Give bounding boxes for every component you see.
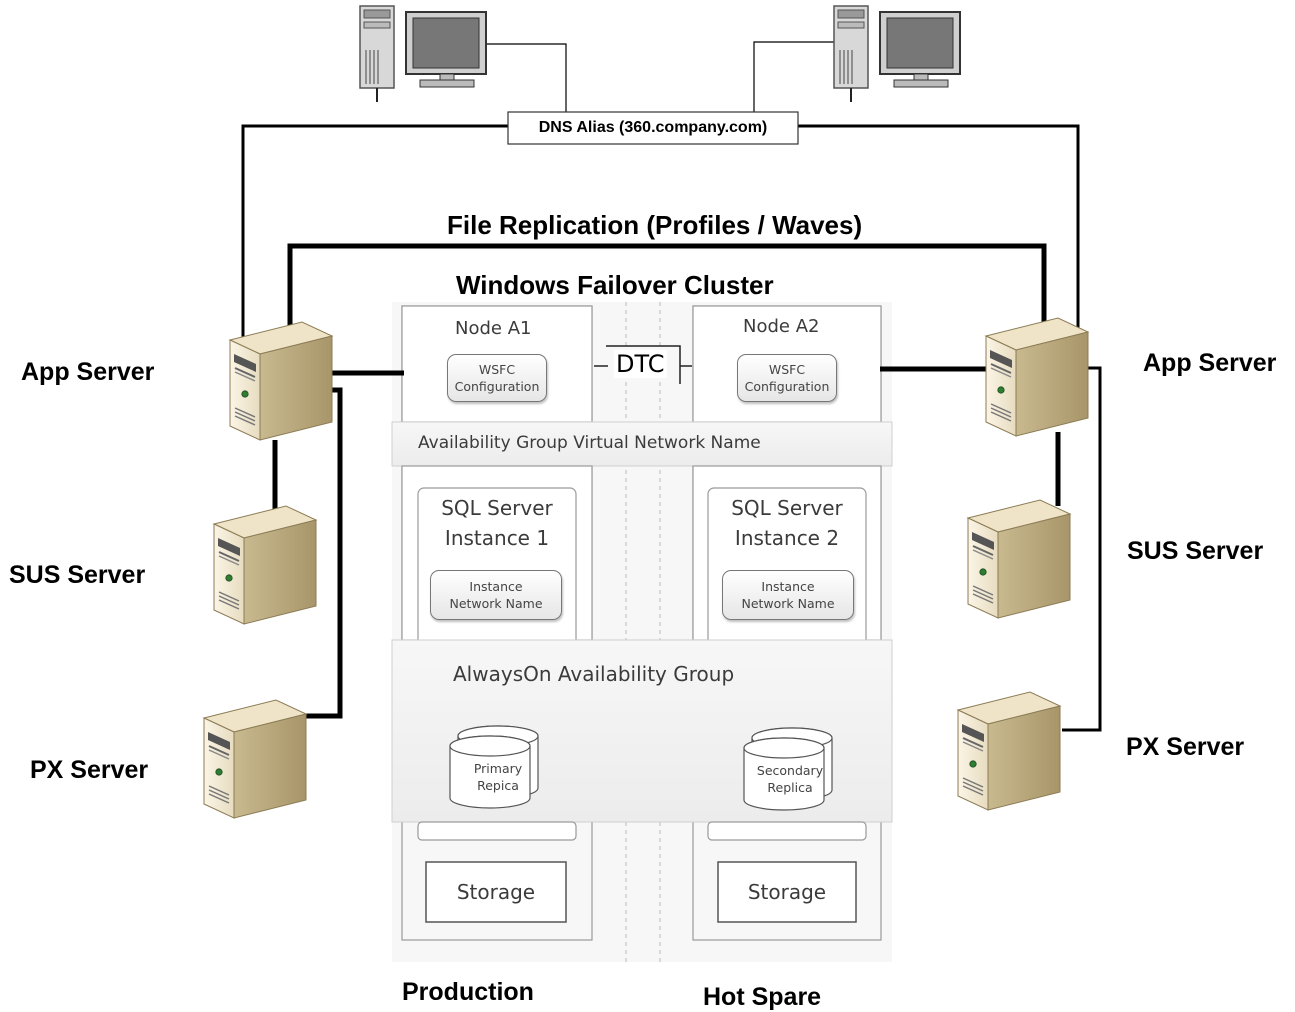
client-workstation-left-icon <box>359 5 487 103</box>
dtc-label: DTC <box>614 350 667 378</box>
cluster-title: Windows Failover Cluster <box>456 270 774 300</box>
left-px-server-label: PX Server <box>30 756 149 784</box>
right-sus-server-icon <box>967 499 1071 619</box>
dns-alias-box <box>507 111 799 145</box>
alwayson-label: AlwaysOn Availability Group <box>453 662 735 686</box>
hot-spare-label: Hot Spare <box>703 983 822 1011</box>
storage-label-hot-spare: Storage <box>747 880 827 904</box>
storage-box-production <box>425 861 567 923</box>
wsfc-config-a1: WSFC Configuration <box>447 354 547 402</box>
secondary-replica-line1: Secondary <box>756 763 824 778</box>
connection-lines <box>272 243 1061 719</box>
right-app-server-icon <box>985 317 1089 437</box>
secondary-replica-line2: Replica <box>767 780 813 795</box>
ag-vnn-band <box>391 421 893 467</box>
left-app-server-label: App Server <box>21 358 155 386</box>
sql-instance-1-line1: SQL Server <box>441 496 553 520</box>
right-app-server-label: App Server <box>1143 349 1277 377</box>
storage-box-hot-spare <box>717 861 857 923</box>
right-sus-server-label: SUS Server <box>1127 537 1264 565</box>
production-label: Production <box>402 978 534 1006</box>
ag-vnn-label: Availability Group Virtual Network Name <box>418 433 761 453</box>
instance-network-name-2: Instance Network Name <box>722 570 854 620</box>
node-a1-title: Node A1 <box>455 318 532 339</box>
dns-lines <box>241 124 1102 732</box>
client-workstation-right-icon <box>833 5 961 103</box>
left-sus-server-icon <box>213 505 317 625</box>
sql-instance-1-line2: Instance 1 <box>444 526 550 550</box>
instance-network-name-1: Instance Network Name <box>430 570 562 620</box>
storage-label-production: Storage <box>456 880 536 904</box>
primary-replica-line2: Repica <box>477 778 519 793</box>
sql-instance-2-line1: SQL Server <box>731 496 843 520</box>
left-px-server-icon <box>203 699 307 819</box>
dns-alias-label: DNS Alias (360.company.com) <box>538 119 768 136</box>
primary-replica-line1: Primary <box>473 761 523 776</box>
node-a2-title: Node A2 <box>743 316 820 337</box>
right-px-server-label: PX Server <box>1126 733 1245 761</box>
right-px-server-icon <box>957 691 1061 811</box>
left-app-server-icon <box>229 321 333 441</box>
left-sus-server-label: SUS Server <box>9 561 146 589</box>
sql-instance-2-line2: Instance 2 <box>734 526 840 550</box>
file-replication-label: File Replication (Profiles / Waves) <box>447 210 863 240</box>
wsfc-config-a2: WSFC Configuration <box>737 354 837 402</box>
